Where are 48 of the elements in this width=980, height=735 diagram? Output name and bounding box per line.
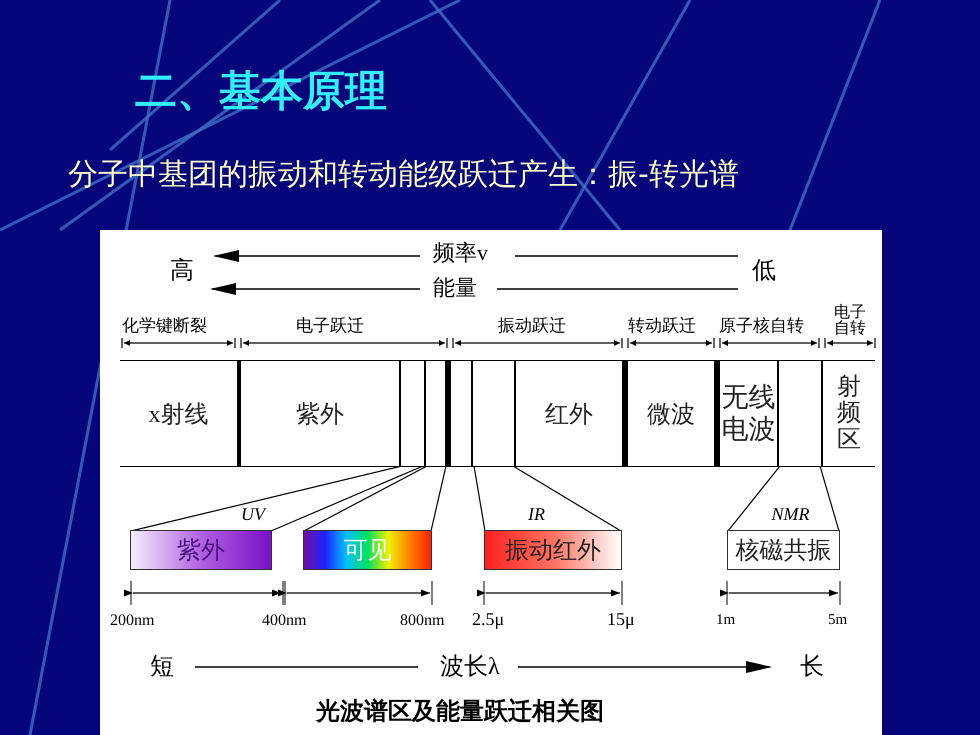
zoom-line	[473, 466, 486, 532]
band-cell: 红外	[515, 360, 625, 467]
transition-label: 化学键断裂	[122, 317, 207, 336]
axis-label: 低	[752, 258, 776, 284]
spectrum-box: 振动红外	[484, 530, 622, 570]
empty-band-cell	[472, 360, 515, 467]
axis-label: 高	[170, 258, 194, 284]
empty-band-cell	[448, 360, 472, 467]
zoom-line	[130, 465, 402, 532]
axis-label: 频率v	[433, 241, 488, 266]
tick-label: 200nm	[110, 612, 154, 630]
subtitle: 分子中基团的振动和转动能级跃迁产生：振-转光谱	[68, 158, 739, 191]
axis-label: 长	[800, 654, 824, 680]
spectrum-tag: IR	[528, 505, 545, 525]
spectrum-tag: NMR	[772, 505, 810, 525]
spectrum-box: 核磁共振	[727, 530, 840, 570]
tick-label: 15μ	[607, 610, 635, 630]
zoom-line	[270, 465, 424, 532]
empty-band-cell	[778, 360, 822, 467]
band-cell: 微波	[625, 360, 717, 467]
transition-label: 电子跃迁	[296, 317, 364, 336]
band-cell: 射频区	[822, 360, 875, 467]
spectrum-tag: UV	[241, 505, 265, 525]
band-cell: 无线电波	[717, 360, 778, 467]
axis-label: 短	[150, 654, 174, 680]
caption: 光波谱区及能量跃迁相关图	[314, 698, 605, 724]
tick-label: 800nm	[400, 612, 444, 630]
tick-label: 2.5μ	[472, 610, 504, 630]
transition-label: 电子自转	[833, 305, 867, 337]
transition-label: 振动跃迁	[498, 317, 566, 336]
spectrum-box: 紫外	[130, 530, 272, 570]
tick-label: 400nm	[262, 612, 306, 630]
zoom-line	[728, 466, 780, 532]
zoom-line	[512, 465, 622, 532]
tick-label: 5m	[828, 612, 848, 628]
empty-band-cell	[400, 360, 425, 467]
empty-band-cell	[425, 360, 448, 467]
tick-label: 1m	[716, 612, 736, 628]
axis-label: 波长λ	[440, 654, 500, 680]
transition-label: 转动跃迁	[628, 317, 696, 336]
transition-label: 原子核自转	[719, 317, 804, 336]
zoom-line	[819, 466, 840, 532]
axis-label: 能量	[433, 276, 477, 300]
zoom-line	[430, 466, 447, 532]
band-cell: x射线	[120, 360, 238, 467]
band-cell: 紫外	[238, 360, 400, 467]
slide-title: 二、基本原理	[135, 68, 387, 114]
zoom-line	[304, 465, 428, 532]
